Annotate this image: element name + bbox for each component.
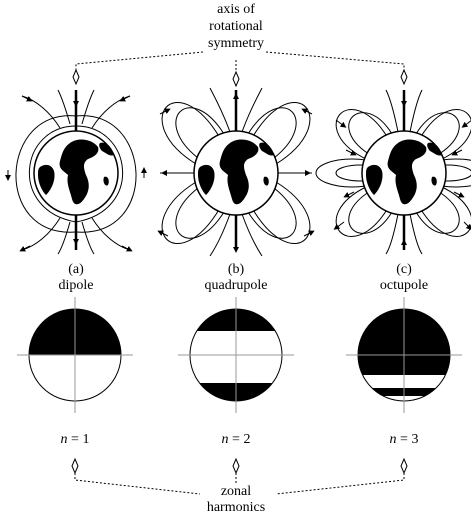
n-value-1: = 1 bbox=[68, 432, 90, 447]
zonal-harmonic-n2 bbox=[178, 297, 294, 413]
bottom-caption-line1: zonal bbox=[186, 484, 286, 500]
panel-c-letter: (c) bbox=[354, 262, 454, 278]
n-label-3: n = 3 bbox=[354, 432, 454, 448]
dipole-globe bbox=[34, 131, 118, 215]
n-var-2: n bbox=[222, 432, 229, 447]
zonal-harmonic-n3 bbox=[346, 297, 462, 413]
panel-b-letter: (b) bbox=[186, 262, 286, 278]
top-caption-line1: axis of bbox=[186, 2, 286, 18]
panel-b-name: quadrupole bbox=[186, 278, 286, 294]
n-var-3: n bbox=[390, 432, 397, 447]
n-var-1: n bbox=[61, 432, 68, 447]
bottom-caption-line2: harmonics bbox=[186, 500, 286, 516]
quadrupole-globe bbox=[194, 131, 278, 215]
top-caption-line2: rotational bbox=[186, 19, 286, 35]
top-caption-line3: symmetry bbox=[186, 36, 286, 52]
octupole-globe bbox=[362, 131, 446, 215]
n-label-2: n = 2 bbox=[186, 432, 286, 448]
n-value-3: = 3 bbox=[397, 432, 419, 447]
top-connectors bbox=[76, 52, 404, 72]
zonal-harmonic-n1 bbox=[17, 297, 133, 413]
n-label-1: n = 1 bbox=[25, 432, 125, 448]
panel-a-letter: (a) bbox=[26, 262, 126, 278]
top-open-arrowheads bbox=[73, 70, 407, 86]
panel-a-name: dipole bbox=[26, 278, 126, 294]
bottom-open-arrowheads bbox=[72, 459, 407, 473]
panel-c-name: octupole bbox=[354, 278, 454, 294]
n-value-2: = 2 bbox=[229, 432, 251, 447]
